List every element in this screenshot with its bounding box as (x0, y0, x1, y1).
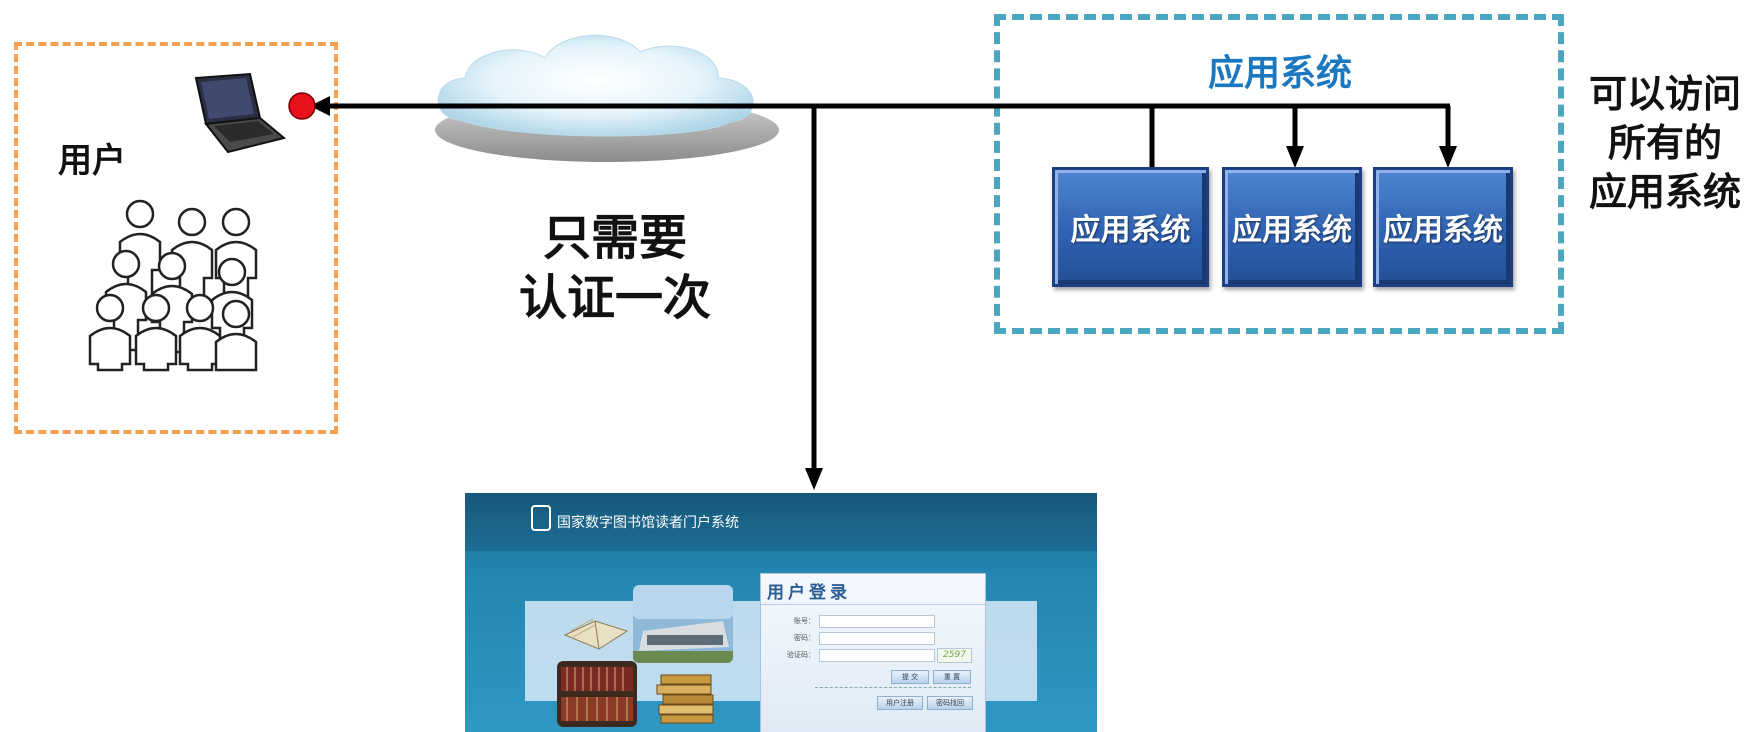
register-link[interactable]: 用户注册 (877, 696, 923, 710)
login-divider (815, 687, 971, 688)
captcha-image[interactable]: 2597 (937, 648, 972, 663)
account-field-label: 账号： (794, 617, 815, 625)
arrowhead-app2 (1286, 146, 1304, 168)
cloud-icon (435, 35, 779, 162)
app-group-title: 应用系统 (1207, 53, 1352, 94)
arrowhead-portal (805, 468, 823, 490)
auth-once-line-2: 认证一次 (518, 270, 711, 326)
captcha-field-label: 验证码： (787, 651, 815, 659)
password-input[interactable] (819, 632, 935, 645)
reset-button[interactable]: 重 置 (933, 670, 971, 684)
login-title: 用户登录 (767, 583, 851, 603)
auth-once-label: 只需要 认证一次 (490, 208, 740, 328)
red-dot-icon (288, 92, 316, 120)
portal-login-screenshot: 国家数字图书馆读者门户系统 用户登录 账号： 密码： 验证码： 25 (465, 493, 1097, 732)
app-system-group-box (994, 14, 1564, 334)
app-system-tile-3: 应用系统 (1373, 167, 1513, 287)
app-system-tile-2: 应用系统 (1222, 167, 1362, 287)
recover-password-link[interactable]: 密码找回 (927, 696, 973, 710)
book-stack-image (656, 674, 714, 724)
bookshelf-image (557, 661, 637, 727)
library-building-image (633, 585, 733, 663)
arrowhead-app3 (1439, 146, 1457, 168)
access-all-label: 可以访问 所有的 应用系统 (1575, 70, 1752, 217)
open-book-image (563, 618, 629, 650)
submit-button[interactable]: 提 交 (891, 670, 929, 684)
access-all-line-3: 应用系统 (1588, 170, 1741, 214)
portal-title: 国家数字图书馆读者门户系统 (557, 515, 739, 531)
user-group-box (14, 42, 338, 434)
account-input[interactable] (819, 615, 935, 628)
app-system-tile-1: 应用系统 (1052, 167, 1209, 287)
access-all-line-1: 可以访问 (1588, 72, 1741, 116)
auth-once-line-1: 只需要 (542, 210, 687, 266)
login-title-divider (761, 604, 985, 605)
captcha-input[interactable] (819, 649, 935, 662)
password-field-label: 密码： (794, 634, 815, 642)
portal-header: 国家数字图书馆读者门户系统 (465, 493, 1097, 551)
login-panel: 用户登录 账号： 密码： 验证码： 2597 提 交 重 置 用户注册 密码找回 (760, 573, 986, 732)
laptop-icon (194, 72, 287, 154)
library-logo-icon (531, 505, 551, 531)
people-group-icon (88, 199, 258, 372)
arrowhead-left (310, 96, 330, 116)
user-label: 用户 (58, 141, 126, 181)
access-all-line-2: 所有的 (1607, 121, 1722, 165)
